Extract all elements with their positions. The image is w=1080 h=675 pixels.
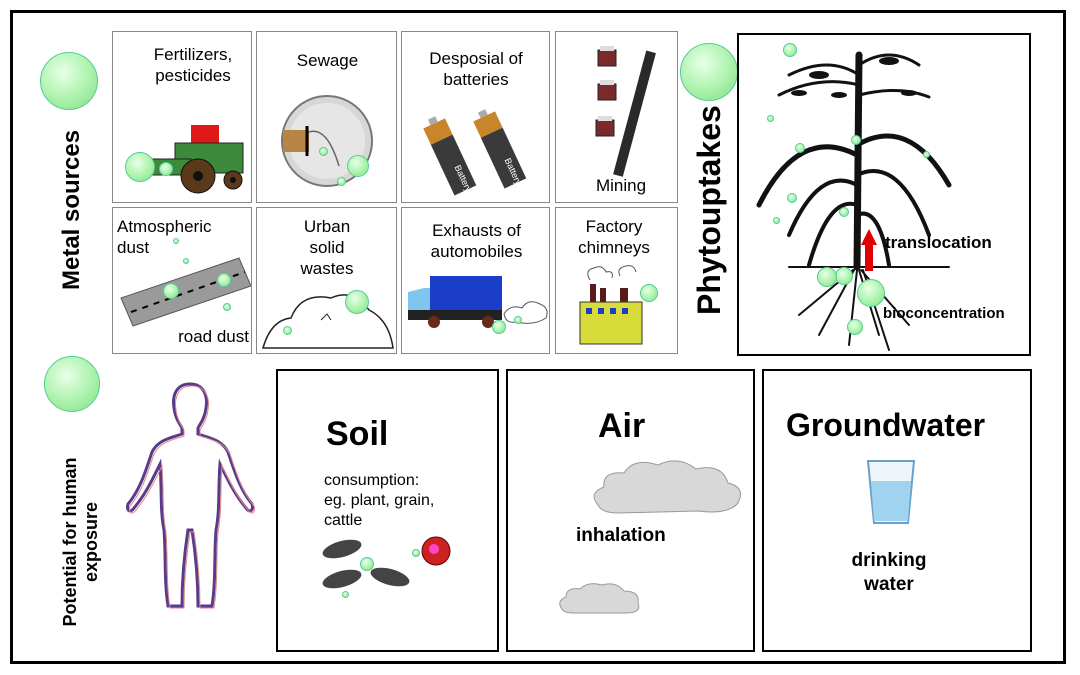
battery-icon: Battery (473, 109, 527, 189)
soil-title: Soil (326, 415, 389, 453)
particle-marker (173, 238, 179, 244)
particle-marker (514, 316, 522, 324)
particle-marker (345, 290, 369, 314)
particle-marker (360, 557, 374, 571)
particle-marker (337, 177, 346, 186)
particle-marker (857, 279, 885, 307)
phytouptakes-label: Phytouptakes (691, 105, 727, 315)
particle-marker (817, 267, 837, 287)
particle-marker (839, 207, 849, 217)
particle-marker (217, 273, 231, 287)
diagram-frame (10, 10, 1066, 664)
particle-marker (40, 52, 98, 110)
soil-panel: Soil consumption: eg. plant, grain, catt… (276, 369, 499, 652)
tile-exhausts: Exhausts of automobiles (401, 207, 550, 354)
tile-batteries: Desposial of batteries Battery Battery (401, 31, 550, 203)
particle-marker (125, 152, 155, 182)
particle-marker (851, 135, 861, 145)
tile-label-mining: Mining (595, 176, 647, 195)
tile-mining: Mining (555, 31, 678, 203)
truck-icon (408, 276, 548, 328)
tile-label-sewage: Sewage (296, 51, 359, 70)
particle-marker (640, 284, 658, 302)
particle-marker (283, 326, 292, 335)
tile-label-batteries: Desposial of batteries (429, 49, 523, 89)
tile-label-factory: Factory chimneys (578, 217, 650, 257)
soil-text-line1: consumption: (324, 472, 420, 489)
plant-icon (756, 51, 952, 351)
road-icon (120, 257, 251, 327)
tile-label-atmospheric-dust: Atmospheric dust (117, 217, 212, 257)
particle-marker (159, 162, 173, 176)
particle-marker (44, 356, 100, 412)
air-panel: Air inhalation (506, 369, 755, 652)
particle-marker (347, 155, 369, 177)
tile-label-fertilizers: Fertilizers, pesticides (153, 45, 233, 85)
particle-marker (163, 283, 179, 299)
tile-label-exhausts: Exhausts of automobiles (430, 221, 523, 261)
metal-sources-label: Metal sources (58, 129, 85, 290)
inhalation-label: inhalation (576, 525, 666, 546)
particle-marker (342, 591, 349, 598)
tractor-icon (150, 125, 244, 194)
tile-label-urban-wastes: Urban solid wastes (300, 217, 354, 278)
soil-text-line3: cattle (324, 512, 363, 529)
particle-marker (680, 43, 738, 101)
human-exposure-line2: exposure (81, 501, 101, 583)
battery-icon: Battery (423, 116, 477, 196)
particle-marker (773, 217, 780, 224)
tile-urban-wastes: Urban solid wastes (256, 207, 397, 354)
human-exposure-line1: Potential for human (60, 457, 80, 627)
food-icon (322, 536, 451, 589)
tile-fertilizers: Fertilizers, pesticides (112, 31, 252, 203)
tile-factory: Factory chimneys (555, 207, 678, 354)
drinking-water-label: drinking water (834, 549, 944, 597)
drinking-water-line2: water (864, 574, 914, 595)
road-dust-label: road dust (178, 327, 249, 346)
particle-marker (835, 267, 853, 285)
waste-pile-icon (262, 294, 394, 349)
translocation-label: translocation (885, 233, 992, 252)
tile-sewage: Sewage (256, 31, 397, 203)
air-title: Air (598, 407, 646, 445)
particle-marker (412, 549, 420, 557)
particle-marker (847, 319, 863, 335)
cloud-icon (559, 583, 640, 614)
cloud-icon (593, 460, 741, 514)
groundwater-panel: Groundwater drinking water (762, 369, 1032, 652)
soil-text-line2: eg. plant, grain, (324, 492, 435, 509)
particle-marker (183, 258, 189, 264)
particle-marker (319, 147, 328, 156)
soil-text: consumption: eg. plant, grain, cattle (324, 471, 434, 531)
particle-marker (223, 303, 231, 311)
drinking-water-line1: drinking (851, 550, 927, 571)
particle-marker (783, 43, 797, 57)
particle-marker (795, 143, 805, 153)
bioconcentration-label: bioconcentration (883, 305, 1005, 322)
human-exposure-label: Potential for human exposure (60, 442, 102, 642)
groundwater-title: Groundwater (786, 407, 986, 443)
tile-atmospheric-dust: Atmospheric dust road dust (112, 207, 252, 354)
human-body-icon (126, 382, 255, 609)
particle-marker (787, 193, 797, 203)
particle-marker (923, 151, 930, 158)
particle-marker (492, 320, 506, 334)
particle-marker (767, 115, 774, 122)
mining-carts-icon (595, 46, 656, 177)
water-glass-icon (866, 460, 916, 524)
factory-icon (579, 265, 643, 345)
phytouptake-panel: translocation bioconcentration (737, 33, 1031, 356)
